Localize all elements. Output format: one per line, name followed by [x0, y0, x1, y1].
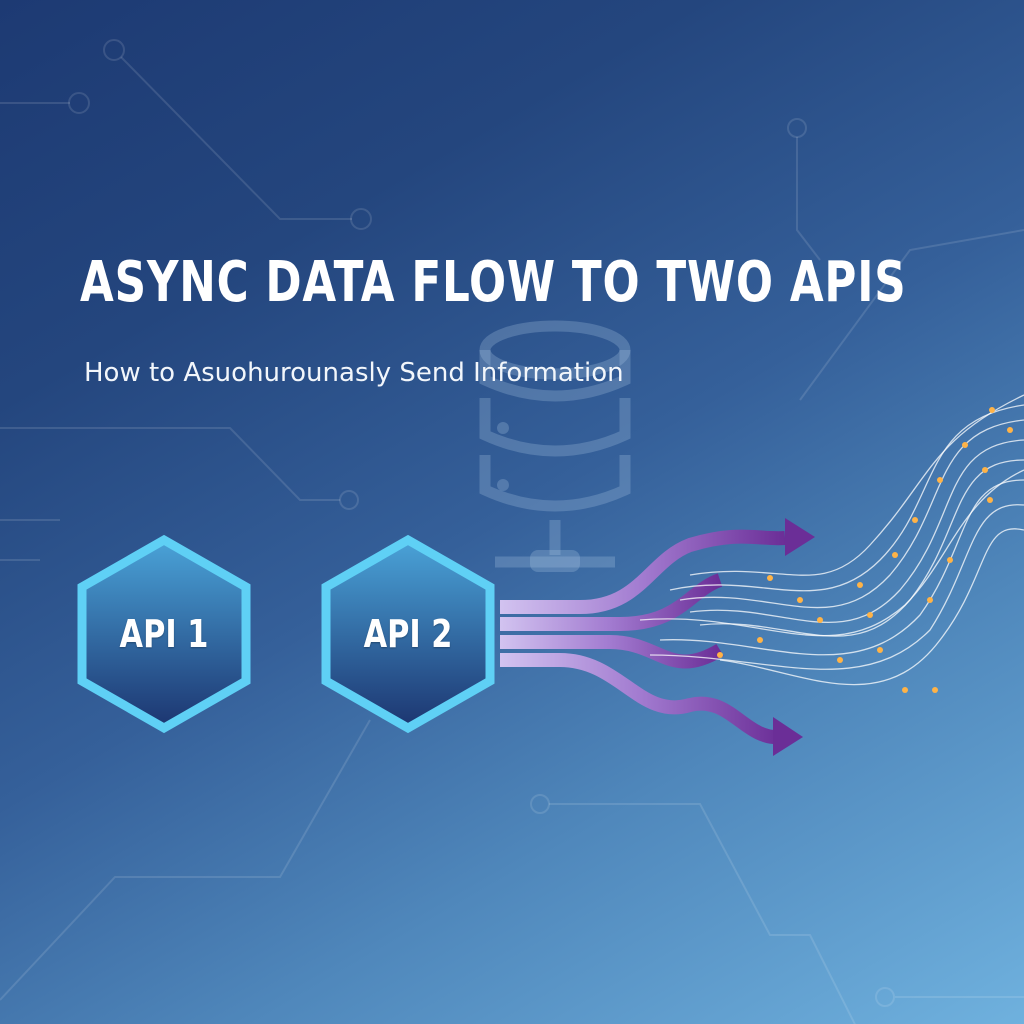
page-subtitle: How to Asuohurounasly Send Information [84, 358, 624, 388]
hexagon-icon [77, 534, 251, 734]
hexagon-icon [321, 534, 495, 734]
api-2-node: API 2 [320, 534, 496, 734]
api-2-label: API 2 [363, 612, 453, 656]
arrow-head-bottom [773, 717, 803, 756]
api-1-label: API 1 [119, 612, 209, 656]
api-1-node: API 1 [76, 534, 252, 734]
page-title: ASYNC DATA FLOW TO TWO APIS [80, 250, 907, 315]
arrow-head-top [785, 518, 815, 556]
